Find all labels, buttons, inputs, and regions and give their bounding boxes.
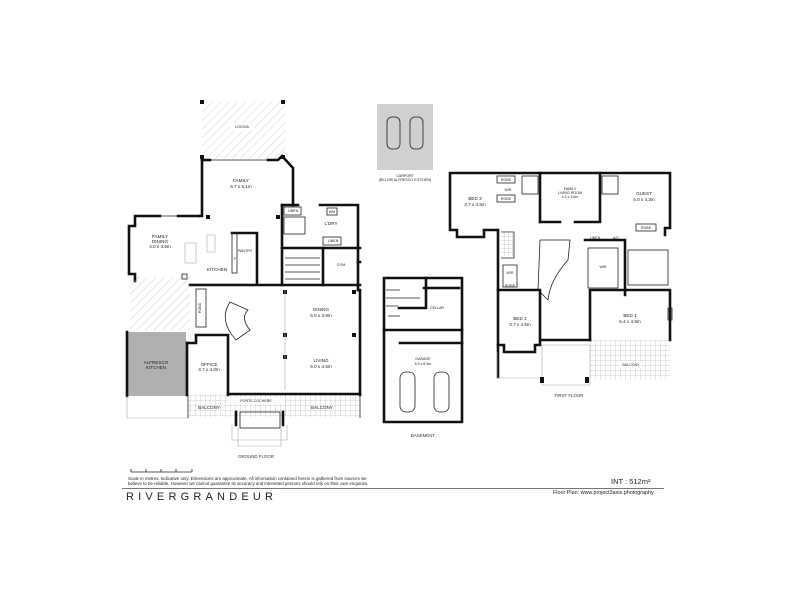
room-label-bed1: BED 1 xyxy=(623,313,637,318)
basement-title: BASEMENT xyxy=(411,433,435,438)
svg-text:BALCONY: BALCONY xyxy=(622,363,640,367)
wir-box xyxy=(587,247,619,289)
room-label-living: LIVING xyxy=(313,358,328,363)
room-label-office: OFFICE xyxy=(201,362,218,367)
room-dims-office: 3.7 x 4.0m xyxy=(198,367,220,372)
footer-divider xyxy=(122,488,664,489)
svg-text:KITCHEN: KITCHEN xyxy=(146,365,166,370)
svg-text:WIR: WIR xyxy=(600,265,607,269)
room-label-loggia: LOGGIA xyxy=(235,125,249,129)
room-label-guest: GUEST xyxy=(636,191,652,196)
room-label-family-living: FAMILY xyxy=(564,187,577,191)
basement-plan: CELLAR GARAGE 6.3 x 6.5m BASEMENT xyxy=(382,276,464,438)
room-label-family-dining: FAMILY xyxy=(152,234,168,239)
room-label-kitchen: KITCHEN xyxy=(207,267,227,272)
svg-text:LINEN: LINEN xyxy=(590,236,601,240)
svg-text:ROBE: ROBE xyxy=(505,284,516,288)
room-label-dining: DINING xyxy=(313,307,330,312)
svg-text:ROBE: ROBE xyxy=(641,226,652,230)
room-label-linen-2: LINEN xyxy=(328,239,339,243)
room-label-family: FAMILY xyxy=(233,178,249,183)
ground-floor-plan: LOGGIA FAMILY 6.7 x 5.1m FAMILY DINING 4… xyxy=(125,100,362,459)
first-floor-plan: ROBE WIR ROBE BED 3 3.7 x 4.5m FAMILY LI… xyxy=(448,171,673,398)
svg-text:LIVING ROOM: LIVING ROOM xyxy=(558,191,582,195)
room-dims-guest: 4.0 x 4.3m xyxy=(633,197,655,202)
alfresco-kitchen-area xyxy=(128,332,186,396)
label-porte-cochere: PORTE-COCHERE xyxy=(240,399,272,403)
disclaimer: Scale in metres. Indicative only. Dimens… xyxy=(128,476,369,487)
scale-bar xyxy=(130,469,193,473)
floor-plan-credit: Floor Plan: www.project3axis.photography xyxy=(553,490,654,496)
car-icon xyxy=(409,116,424,150)
carport-area xyxy=(377,104,433,170)
room-dims-family-living: 4.2 x 3.8m xyxy=(562,195,579,199)
brand-name: RIVERGRANDEUR xyxy=(126,491,278,503)
first-floor-title: FIRST FLOOR xyxy=(555,393,584,398)
room-label-wm: WM xyxy=(329,210,335,214)
room-label-alfresco: ALFRESCO xyxy=(144,360,169,365)
room-dims-bed1: 6.4 x 4.8m xyxy=(619,319,641,324)
svg-text:WIR: WIR xyxy=(505,188,512,192)
room-label-bed3: BED 3 xyxy=(468,196,482,201)
ensuite-tiles xyxy=(627,249,669,286)
car-icon xyxy=(433,371,450,413)
room-label-linen: LINEN xyxy=(288,209,299,213)
svg-text:A/C: A/C xyxy=(613,236,619,240)
room-label-pantry: PANTRY xyxy=(238,249,253,253)
room-label-cellar: CELLAR xyxy=(430,306,444,310)
alfresco-hatch xyxy=(130,277,190,330)
svg-text:F: F xyxy=(234,257,237,261)
ground-floor-title: GROUND FLOOR xyxy=(238,454,274,459)
room-dims-family-dining: 4.0 x 4.5m xyxy=(149,244,171,249)
balcony-right xyxy=(285,395,360,417)
room-label-gym: GYM xyxy=(337,263,345,267)
svg-text:ROBE: ROBE xyxy=(501,197,512,201)
room-dims-garage: 6.3 x 6.5m xyxy=(415,362,432,366)
balcony-first-floor xyxy=(590,340,670,380)
label-balcony-right: BALCONY xyxy=(311,405,333,410)
car-icon xyxy=(399,371,416,413)
room-dims-living: 6.0 x 4.5m xyxy=(310,364,332,369)
svg-text:ROBE: ROBE xyxy=(501,178,512,182)
label-balcony-left: BALCONY xyxy=(198,405,220,410)
internal-area: INT : 512m² xyxy=(611,477,651,486)
carport-plan: CARPORT (BELOW ALFRESCO KITCHEN) xyxy=(377,104,433,182)
carport-subtitle: (BELOW ALFRESCO KITCHEN) xyxy=(379,178,431,182)
room-dims-dining: 6.0 x 3.9m xyxy=(310,313,332,318)
carport-title: CARPORT xyxy=(396,174,414,178)
room-dims-bed3: 3.7 x 4.5m xyxy=(464,202,486,207)
room-label-garage: GARAGE xyxy=(415,357,431,361)
room-dims-family: 6.7 x 5.1m xyxy=(230,184,252,189)
svg-text:DINING: DINING xyxy=(152,239,169,244)
label-pond: POND xyxy=(198,302,202,313)
room-label-bed2: BED 2 xyxy=(513,316,527,321)
room-dims-bed2: 3.7 x 4.5m xyxy=(509,322,531,327)
svg-text:WIR: WIR xyxy=(507,271,514,275)
loggia-area xyxy=(202,102,286,159)
room-label-laundry: L'DRY xyxy=(324,221,337,226)
car-icon xyxy=(386,116,401,150)
